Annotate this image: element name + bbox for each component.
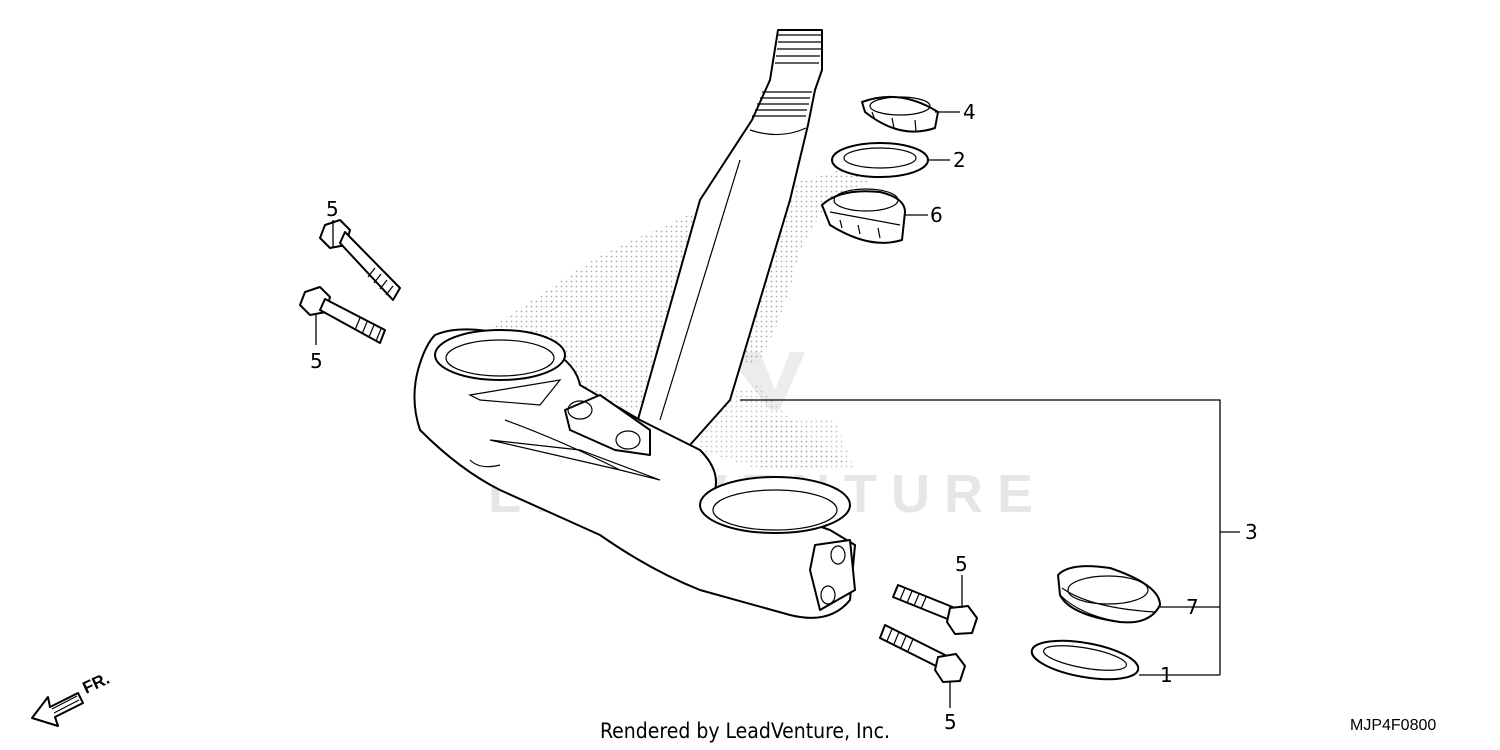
steering-stem: [634, 29, 823, 446]
shading-area-lower: [700, 385, 850, 470]
callout-4: 4: [963, 100, 976, 124]
bearing-bottom: [1057, 565, 1161, 624]
arrow-icon: [31, 692, 84, 727]
bolt-lower-1: [892, 584, 978, 635]
callout-2: 2: [953, 148, 966, 172]
bolt-upper-1: [319, 219, 401, 301]
bolt-lower-2: [879, 624, 966, 683]
callout-5-upper-2: 5: [310, 349, 323, 373]
callout-5-lower-2: 5: [944, 710, 957, 734]
bolt-upper-2: [299, 286, 386, 344]
callout-5-lower-1: 5: [955, 552, 968, 576]
callout-5-upper-1: 5: [326, 197, 339, 221]
callout-3: 3: [1245, 520, 1258, 544]
steering-stem-body: [413, 328, 856, 619]
callout-1: 1: [1160, 663, 1173, 687]
leader-lines: [315, 111, 1240, 708]
diagram-code: MJP4F0800: [1350, 717, 1436, 734]
front-direction-indicator: FR.: [31, 669, 113, 727]
bearing-top: [821, 188, 906, 244]
bearing-top-nut: [861, 95, 939, 133]
callout-7: 7: [1186, 595, 1199, 619]
callout-6: 6: [930, 203, 943, 227]
footer-credit: Rendered by LeadVenture, Inc.: [600, 719, 890, 743]
dust-seal-bottom: [1030, 639, 1140, 681]
direction-label: FR.: [80, 669, 113, 698]
dust-seal-top: [831, 142, 929, 178]
